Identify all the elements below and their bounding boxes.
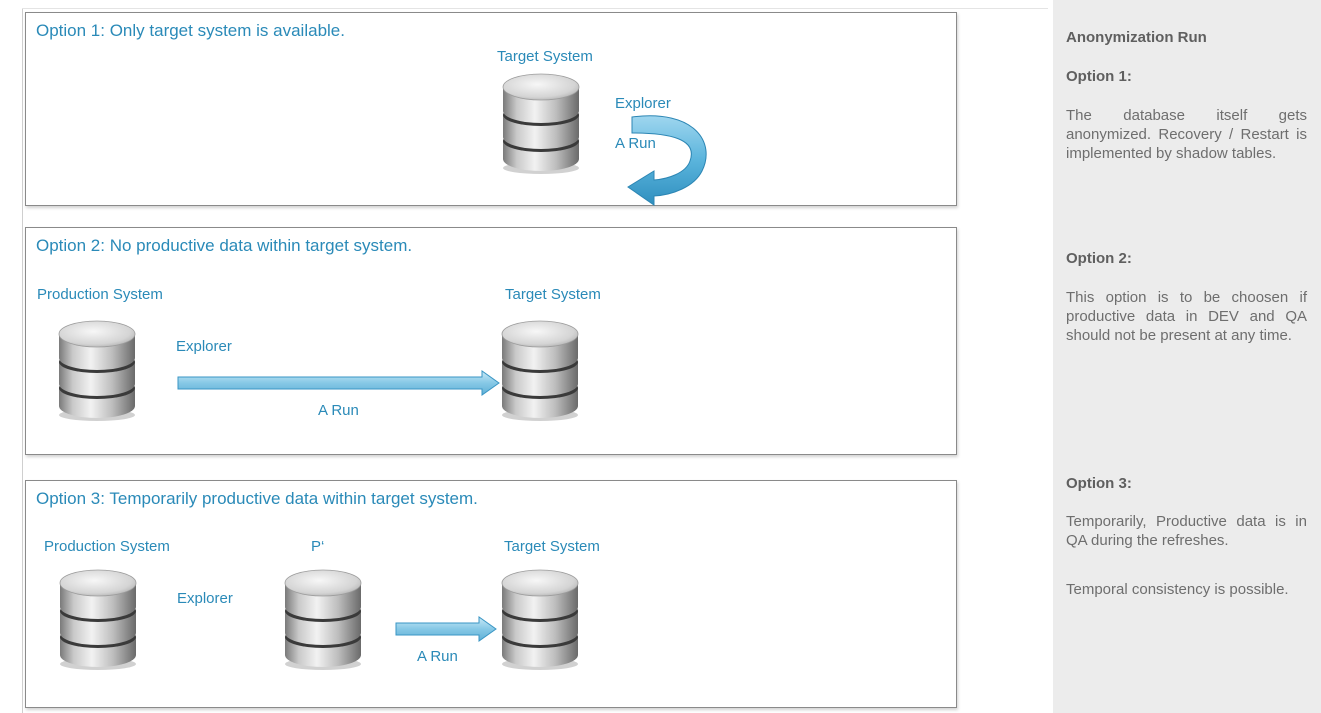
sidebar: Anonymization Run Option 1: The database… xyxy=(1053,0,1321,713)
sidebar-option3-text-2: Temporal consistency is possible. xyxy=(1066,581,1289,598)
option1-explorer-label: Explorer xyxy=(615,95,671,112)
option2-source-label: Production System xyxy=(37,286,163,303)
option2-source-database-icon xyxy=(58,318,136,422)
option2-title: Option 2: No productive data within targ… xyxy=(36,236,413,255)
sidebar-option3-heading: Option 3: xyxy=(1066,475,1132,492)
sidebar-option2-heading: Option 2: xyxy=(1066,250,1132,267)
option3-panel: Option 3: Temporarily productive data wi… xyxy=(25,480,957,708)
option1-title: Option 1: Only target system is availabl… xyxy=(36,21,345,40)
option3-arun-label: A Run xyxy=(417,648,458,665)
option2-target-label: Target System xyxy=(505,286,601,303)
option1-arun-label: A Run xyxy=(615,135,656,152)
option3-middle-label: P‘ xyxy=(311,538,325,555)
option2-arrow-icon xyxy=(177,370,500,396)
option3-arrow-icon xyxy=(395,616,497,642)
option3-target-label: Target System xyxy=(504,538,600,555)
sidebar-option2-text: This option is to be choosen if producti… xyxy=(1066,289,1307,344)
option2-target-database-icon xyxy=(501,318,579,422)
option2-arun-label: A Run xyxy=(318,402,359,419)
option1-target-database-icon xyxy=(502,71,580,175)
sidebar-title: Anonymization Run xyxy=(1066,29,1207,46)
option1-panel: Option 1: Only target system is availabl… xyxy=(25,12,957,206)
option3-explorer-label: Explorer xyxy=(177,590,233,607)
option2-explorer-label: Explorer xyxy=(176,338,232,355)
left-rule xyxy=(22,8,23,713)
option2-panel: Option 2: No productive data within targ… xyxy=(25,227,957,455)
option3-title: Option 3: Temporarily productive data wi… xyxy=(36,489,478,508)
option3-source-database-icon xyxy=(59,567,137,671)
top-rule xyxy=(22,8,1048,9)
option1-target-label: Target System xyxy=(497,48,593,65)
sidebar-option3-text-1: Temporarily, Productive data is in QA du… xyxy=(1066,513,1307,549)
sidebar-option1-heading: Option 1: xyxy=(1066,68,1132,85)
option3-source-label: Production System xyxy=(44,538,170,555)
option1-loop-arrow-icon xyxy=(627,115,707,206)
sidebar-option1-text: The database itself gets anonymized. Rec… xyxy=(1066,107,1307,162)
option3-middle-database-icon xyxy=(284,567,362,671)
option3-target-database-icon xyxy=(501,567,579,671)
